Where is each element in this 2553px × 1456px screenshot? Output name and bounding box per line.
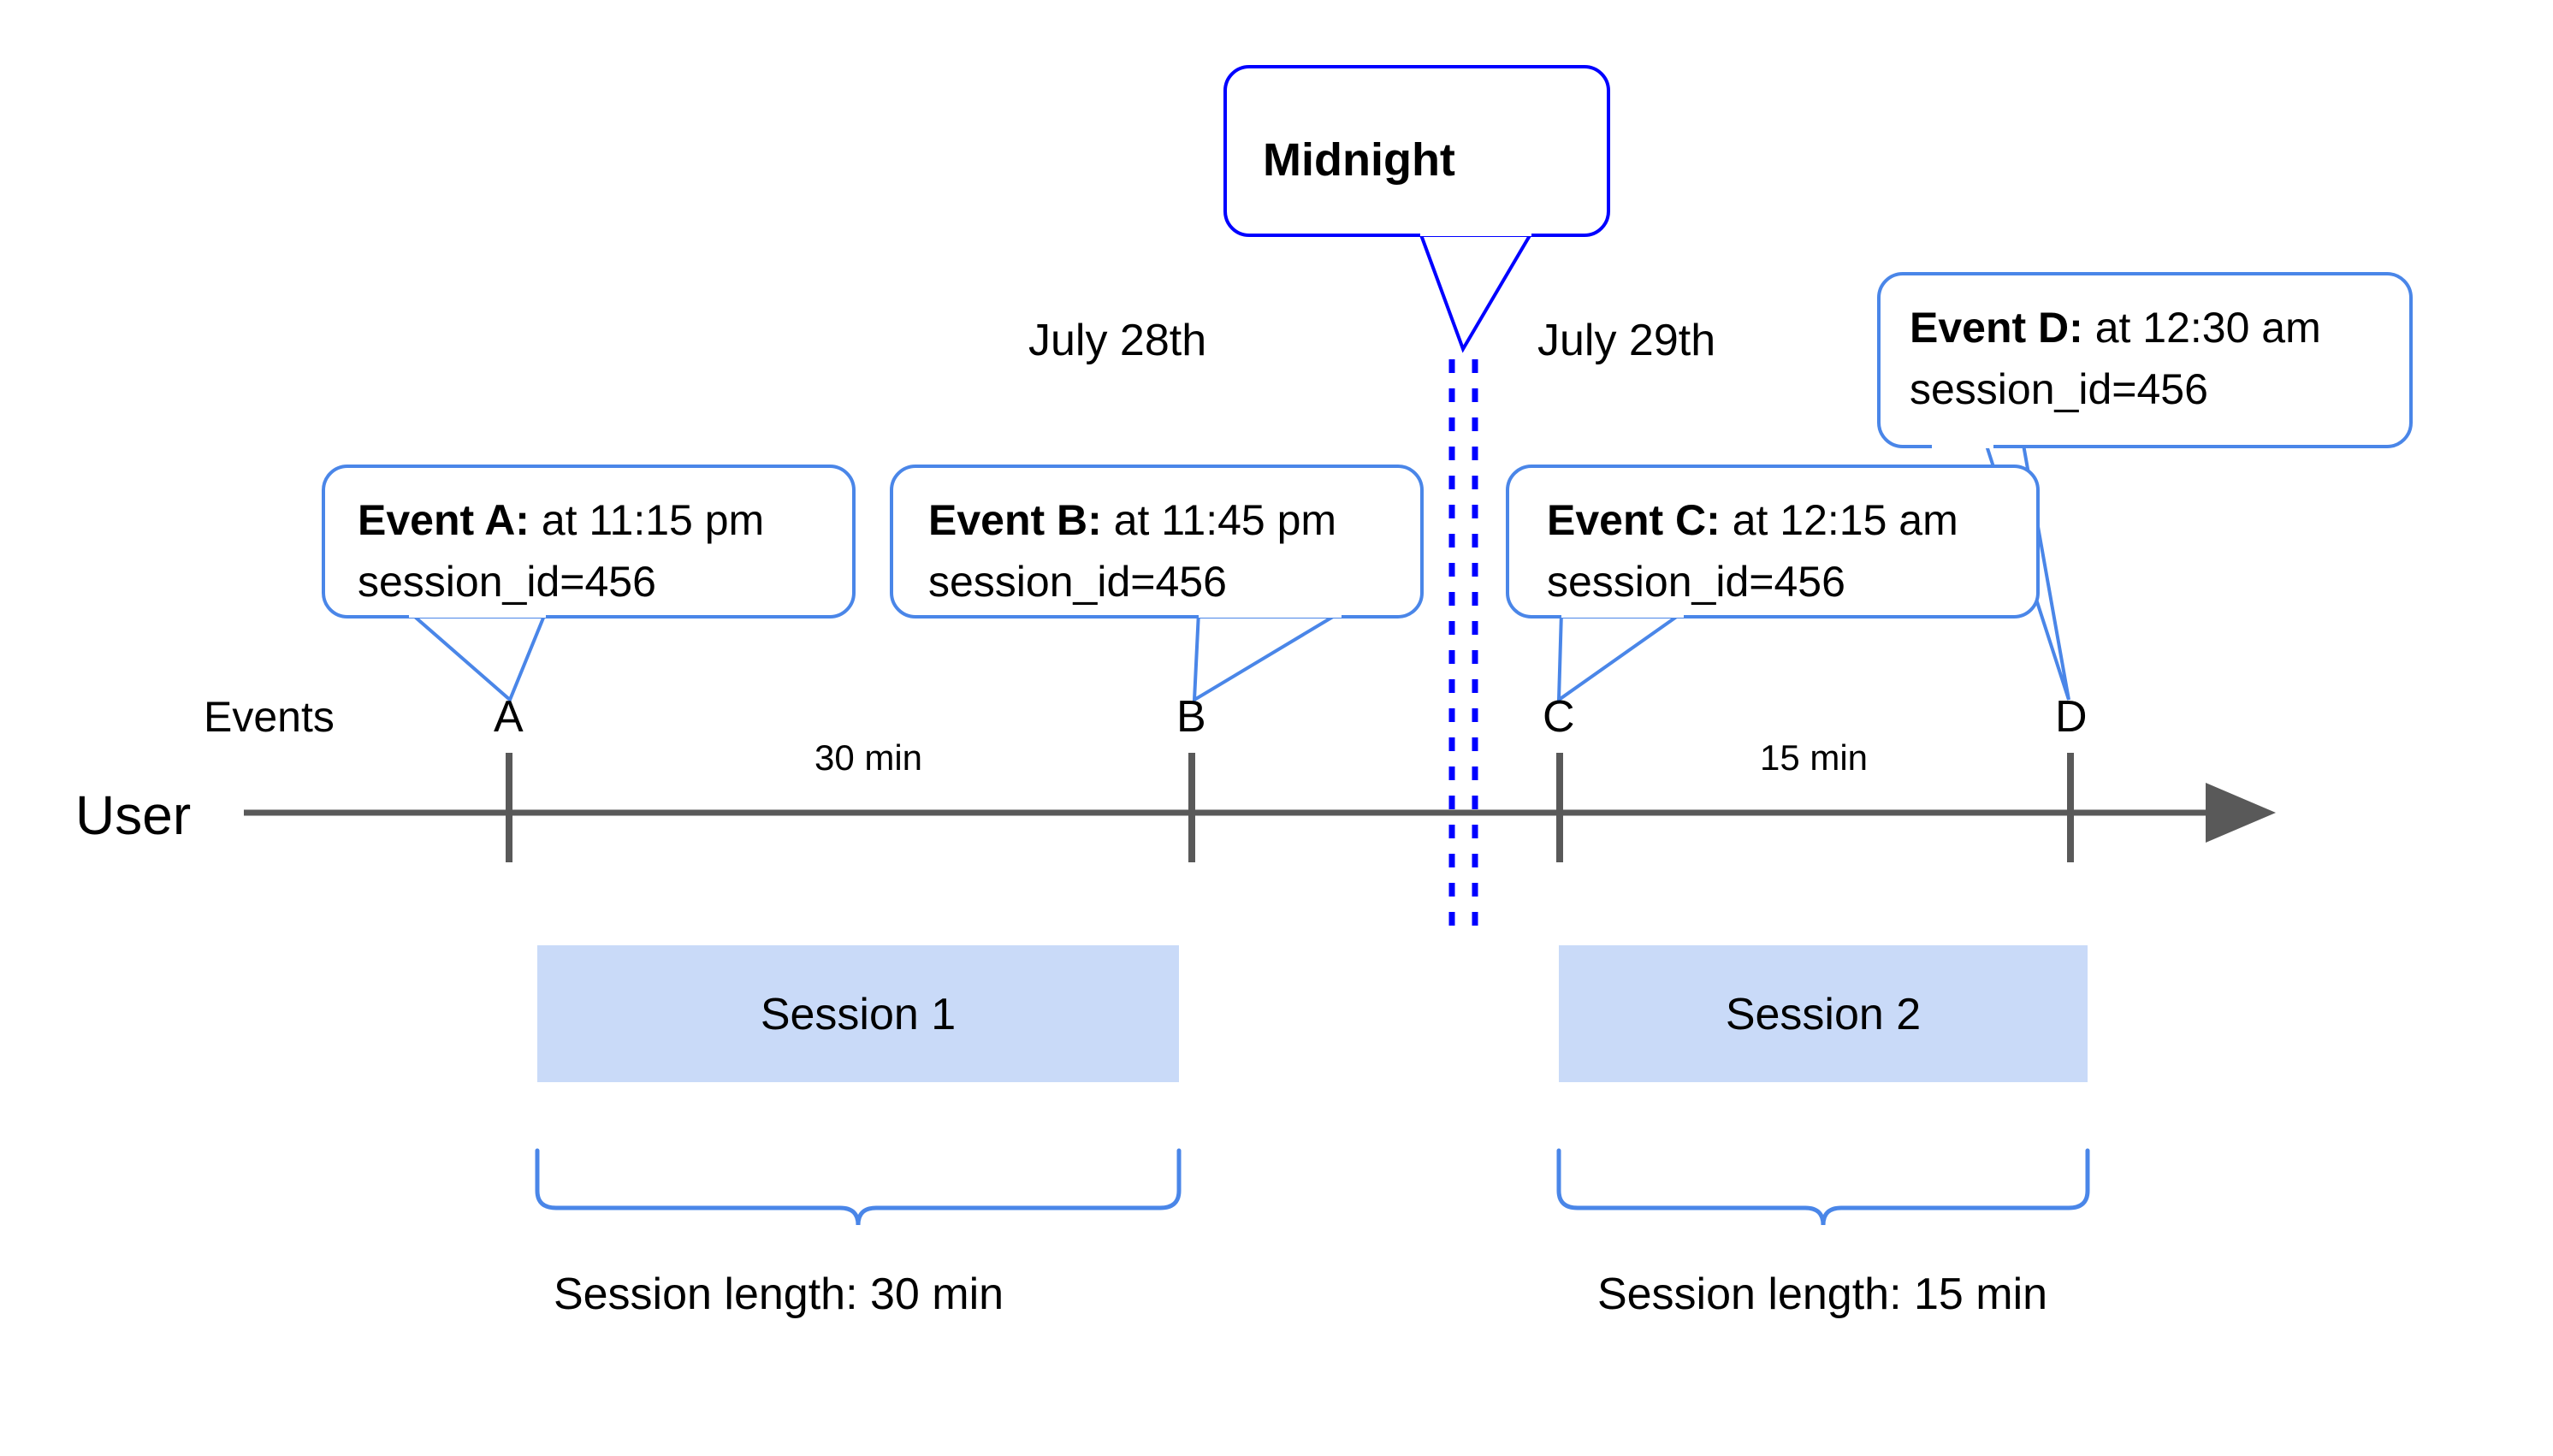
gap-label-15-min: 15 min [1760, 737, 1868, 778]
event-C-detail: at 12:15 am [1721, 496, 1958, 544]
session-2-length-label: Session length: 15 min [1597, 1270, 2047, 1319]
tick-letter-D: D [2055, 692, 2088, 742]
event-callout-C[interactable]: Event C: at 12:15 am session_id=456 [1506, 465, 2040, 703]
event-C-line-2: session_id=456 [1547, 558, 1845, 606]
event-B-line-1: Event B: at 11:45 pm [928, 496, 1336, 544]
event-C-callout-tail [1556, 610, 1690, 703]
event-B-detail: at 11:45 pm [1102, 496, 1336, 544]
session-braces [535, 1148, 2090, 1226]
event-D-bold-label: Event D: [1910, 304, 2083, 352]
event-tick-letters: A B C D [494, 692, 2088, 742]
midnight-callout-box [1223, 65, 1610, 237]
event-C-callout-box [1506, 465, 2040, 619]
date-headers: July 28th July 29th [1028, 316, 1715, 365]
event-D-callout-box [1877, 272, 2413, 448]
event-B-line-2: session_id=456 [928, 558, 1227, 606]
tick-letter-A: A [494, 692, 524, 742]
event-C-line-1: Event C: at 12:15 am [1547, 496, 1958, 544]
midnight-label: Midnight [1263, 134, 1455, 186]
date-header-july-29: July 29th [1537, 316, 1715, 365]
session-1-brace [535, 1148, 1182, 1226]
gap-label-30-min: 30 min [814, 737, 922, 778]
session-1-label: Session 1 [761, 990, 956, 1039]
event-D-detail: at 12:30 am [2083, 304, 2321, 352]
date-header-july-28: July 28th [1028, 316, 1206, 365]
gap-duration-labels: 30 min 15 min [814, 737, 1868, 778]
session-2-bar[interactable] [1559, 945, 2088, 1082]
axis-right-arrow-icon [2206, 783, 2276, 843]
session-1-length-label: Session length: 30 min [554, 1270, 1004, 1319]
midnight-dashed-lines [1448, 359, 1478, 926]
session-1-bar[interactable] [537, 945, 1179, 1082]
event-B-callout-tail [1192, 610, 1348, 703]
midnight-callout-tail [1418, 231, 1535, 353]
timeline-axis [244, 753, 2276, 862]
event-D-line-1: Event D: at 12:30 am [1910, 304, 2321, 352]
lane-label-events: Events [204, 693, 335, 741]
event-B-bold-label: Event B: [928, 496, 1102, 544]
midnight-callout[interactable]: Midnight [1223, 65, 1610, 353]
session-length-captions: Session length: 30 min Session length: 1… [554, 1270, 2047, 1319]
event-A-detail: at 11:15 pm [530, 496, 764, 544]
event-A-line-1: Event A: at 11:15 pm [358, 496, 764, 544]
session-2-brace [1556, 1148, 2090, 1226]
tick-letter-C: C [1543, 692, 1575, 742]
session-bars: Session 1 Session 2 [537, 945, 2088, 1082]
tick-letter-B: B [1176, 692, 1206, 742]
event-C-bold-label: Event C: [1547, 496, 1721, 544]
event-A-bold-label: Event A: [358, 496, 530, 544]
event-D-line-2: session_id=456 [1910, 365, 2208, 413]
event-A-line-2: session_id=456 [358, 558, 656, 606]
event-callout-A[interactable]: Event A: at 11:15 pm session_id=456 [322, 465, 856, 703]
event-A-callout-box [322, 465, 856, 619]
event-callout-B[interactable]: Event B: at 11:45 pm session_id=456 [890, 465, 1424, 703]
event-A-callout-tail [404, 610, 548, 703]
event-B-callout-box [890, 465, 1424, 619]
session-2-label: Session 2 [1726, 990, 1921, 1039]
lane-label-user: User [75, 784, 191, 846]
